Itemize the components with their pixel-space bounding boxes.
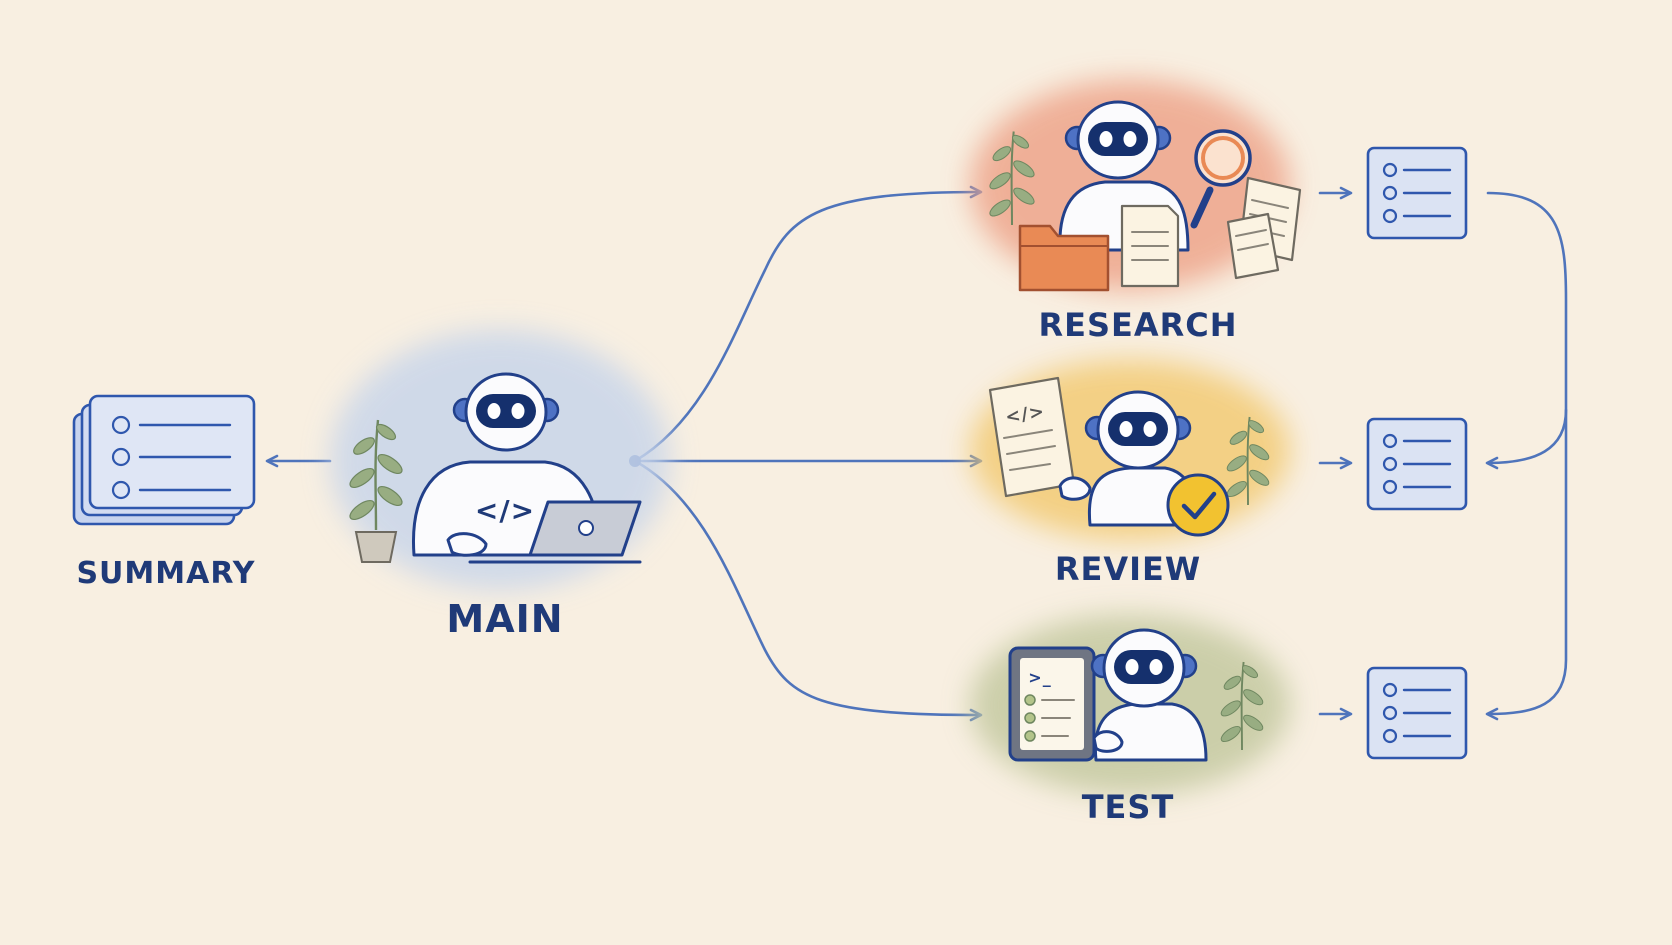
checkmark-badge-icon (1166, 473, 1230, 537)
research-node: RESEARCH (970, 80, 1302, 344)
summary-document-stack (72, 394, 256, 526)
folder-icon (1018, 224, 1110, 292)
research-document-icon (1226, 212, 1280, 280)
research-document-icon (1120, 204, 1180, 288)
test-label: TEST (1082, 788, 1175, 826)
main-code-symbol: </> (475, 494, 535, 527)
test-output-card (1366, 666, 1468, 760)
edge-test-output-to-review-output (1485, 408, 1568, 721)
summary-label: SUMMARY (76, 556, 255, 591)
test-node: >_ TEST (970, 615, 1290, 826)
research-output-card (1366, 146, 1468, 240)
main-label: MAIN (446, 597, 563, 641)
review-code-document-icon: </> (988, 376, 1076, 498)
test-prompt-symbol: >_ (1028, 668, 1051, 687)
connectors (265, 185, 1568, 722)
edge-main-to-research (633, 185, 983, 463)
edge-research-output-to-review-output (1485, 191, 1568, 470)
edge-main-to-test (633, 459, 983, 722)
summary-node: SUMMARY (72, 394, 256, 591)
review-label: REVIEW (1055, 550, 1201, 588)
plant-pot-icon (354, 531, 398, 563)
laptop-icon (468, 500, 642, 564)
main-robot-hand (446, 532, 488, 557)
terminal-tablet-icon: >_ (1008, 646, 1096, 762)
research-label: RESEARCH (1038, 306, 1237, 344)
review-output-card (1366, 417, 1468, 511)
main-node: </> MAIN (330, 330, 670, 641)
test-robot-icon (1090, 628, 1208, 762)
magnifying-glass-icon (1190, 129, 1252, 229)
review-node: </> REVIEW (970, 360, 1290, 588)
